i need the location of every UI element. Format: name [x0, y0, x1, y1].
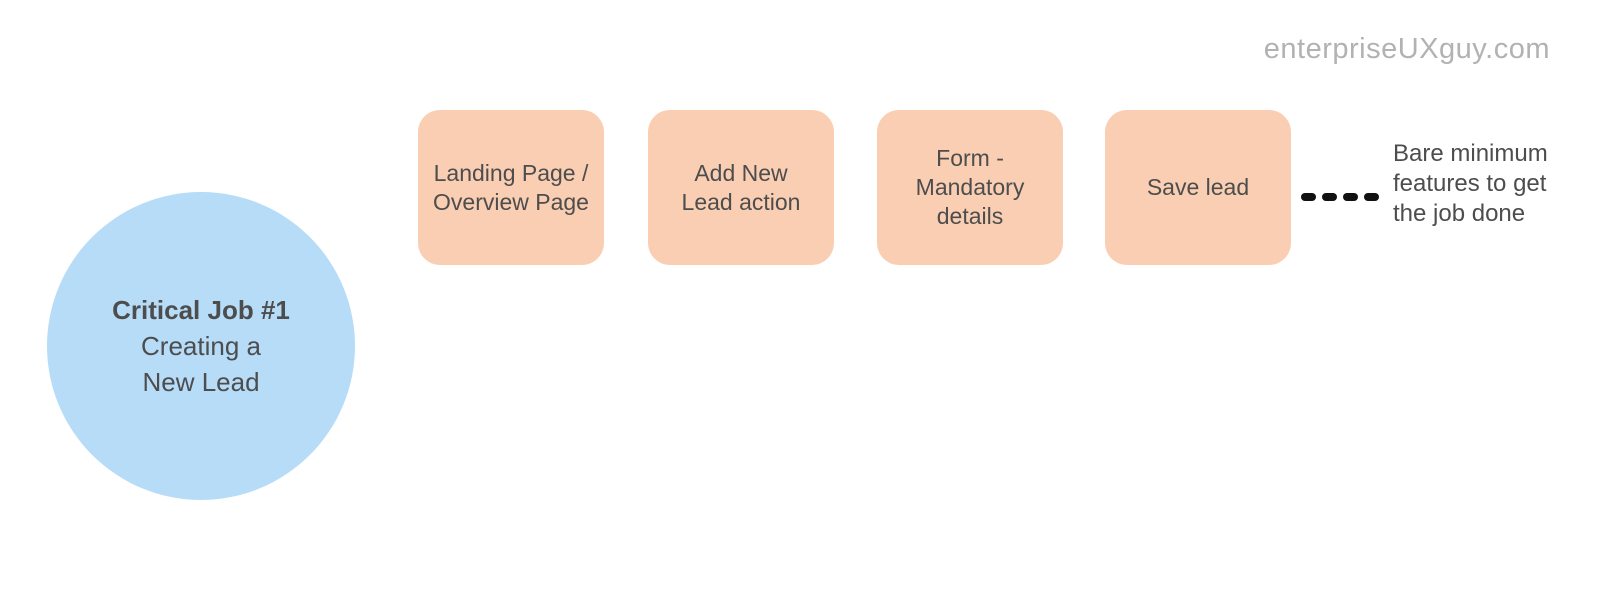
dash-segment [1301, 193, 1316, 201]
step-label-line: Overview Page [433, 188, 589, 215]
annotation-bare-minimum: Bare minimum features to get the job don… [1393, 139, 1548, 229]
watermark: enterpriseUXguy.com [1263, 33, 1550, 65]
step-label-line: details [936, 203, 1004, 229]
step-label-line: Add New [694, 159, 788, 186]
step-label-line: Landing Page / [433, 159, 589, 186]
job-title: Critical Job #1 [112, 295, 290, 325]
critical-job-circle: Critical Job #1 Creating a New Lead [47, 192, 355, 500]
job-subtitle-line: Creating a [141, 331, 261, 361]
annotation-line: the job done [1393, 200, 1526, 227]
dash-segment [1322, 193, 1337, 201]
dashed-line-connector [1301, 193, 1379, 201]
job-subtitle-line: New Lead [142, 367, 260, 397]
step-box-landing-page: Landing Page / Overview Page [418, 110, 604, 265]
step-box-form-mandatory: Form - Mandatory details [877, 110, 1063, 265]
annotation-line: Bare minimum [1393, 140, 1548, 167]
step-label-line: Form - [936, 145, 1004, 171]
step-box-save-lead: Save lead [1105, 110, 1291, 265]
step-box-add-new-lead: Add New Lead action [648, 110, 834, 265]
step-label-line: Lead action [681, 188, 801, 215]
step-label-line: Save lead [1146, 174, 1250, 200]
step-label-line: Mandatory [915, 174, 1025, 200]
dash-segment [1343, 193, 1358, 201]
dash-segment [1364, 193, 1379, 201]
annotation-line: features to get [1393, 170, 1547, 197]
